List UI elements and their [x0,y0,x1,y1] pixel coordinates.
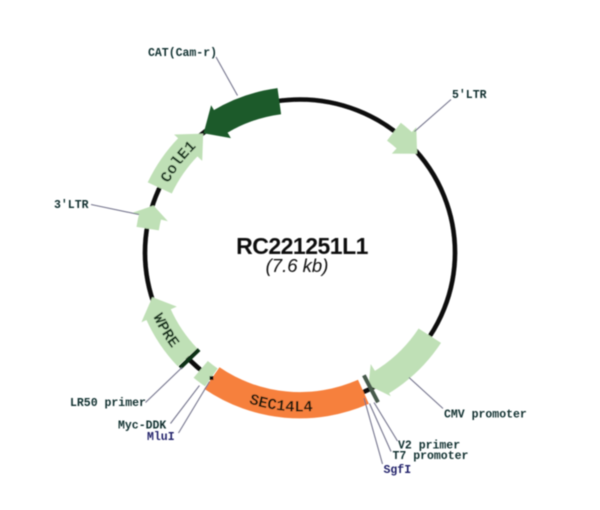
svg-text:MluI: MluI [147,431,175,444]
svg-text:CMV promoter: CMV promoter [444,409,527,422]
svg-text:LR50 primer: LR50 primer [70,397,146,410]
svg-text:CAT(Cam-r): CAT(Cam-r) [148,47,217,60]
svg-text:SgfI: SgfI [384,464,412,477]
svg-text:Myc-DDK: Myc-DDK [118,419,166,432]
svg-text:V2 primer: V2 primer [398,440,460,453]
svg-text:T7 promoter: T7 promoter [393,450,469,463]
svg-text:5'LTR: 5'LTR [452,89,487,102]
svg-text:3'LTR: 3'LTR [54,199,89,212]
svg-text:RC221251L1: RC221251L1 [236,233,369,259]
svg-text:(7.6 kb): (7.6 kb) [266,255,329,276]
